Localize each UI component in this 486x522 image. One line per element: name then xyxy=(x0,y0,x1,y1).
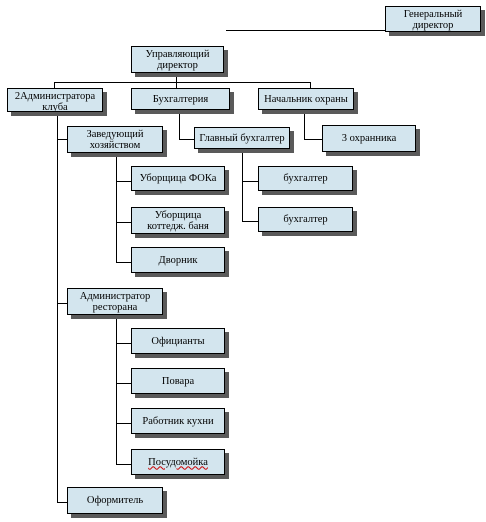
accountant-label: бухгалтер xyxy=(283,214,328,225)
chief-accountant-label: Главный бухгалтер xyxy=(199,132,285,144)
connector-line xyxy=(116,343,131,344)
cooks-label: Повара xyxy=(161,375,195,387)
connector-line xyxy=(57,115,58,503)
connector-line xyxy=(176,75,177,83)
connector-line xyxy=(226,30,411,31)
managing-director-box: Управляющий директор xyxy=(131,46,224,73)
accounting-label: Бухгалтерия xyxy=(152,93,209,105)
connector-line xyxy=(54,82,55,92)
cleaner-fok-label: Уборщица ФОКа xyxy=(139,173,217,184)
dishwasher-label: Посудомойка xyxy=(148,456,208,468)
connector-line xyxy=(179,113,180,140)
connector-line xyxy=(54,82,311,83)
connector-line xyxy=(57,303,67,304)
club-admins-label: 2Администратора клуба xyxy=(14,91,96,112)
connector-line xyxy=(310,82,311,92)
club-admins-box: 2Администратора клуба xyxy=(7,88,103,112)
connector-line xyxy=(116,222,131,223)
connector-line xyxy=(304,139,322,140)
guards-label: 3 охранника xyxy=(341,133,397,144)
connector-line xyxy=(116,262,131,263)
connector-line xyxy=(242,181,258,182)
cooks-box: Повара xyxy=(131,368,225,394)
accountant-box: бухгалтер xyxy=(258,166,353,191)
security-head-label: Начальник охраны xyxy=(264,93,348,105)
restaurant-admin-box: Администратор ресторана xyxy=(67,288,163,315)
guards-box: 3 охранника xyxy=(322,125,416,152)
decorator-label: Оформитель xyxy=(86,495,144,506)
chief-accountant-box: Главный бухгалтер xyxy=(194,127,290,149)
connector-line xyxy=(116,383,131,384)
cleaner-cottage-label: Уборщица коттедж. баня xyxy=(147,210,209,232)
connector-line xyxy=(304,113,305,140)
connector-line xyxy=(57,502,67,503)
managing-director-label: Управляющий директор xyxy=(145,49,210,71)
cleaner-fok-box: Уборщица ФОКа xyxy=(131,166,225,191)
janitor-label: Дворник xyxy=(158,254,198,266)
kitchen-worker-label: Работник кухни xyxy=(142,415,214,427)
connector-line xyxy=(242,221,258,222)
dishwasher-box: Посудомойка xyxy=(131,449,225,475)
decorator-box: Оформитель xyxy=(67,487,163,514)
connector-line xyxy=(116,181,131,182)
facility-manager-label: Заведующий хозяйством xyxy=(86,129,144,151)
connector-line xyxy=(116,155,117,263)
accounting-box: Бухгалтерия xyxy=(131,88,230,110)
janitor-box: Дворник xyxy=(131,247,225,273)
waiters-label: Официанты xyxy=(151,335,205,347)
kitchen-worker-box: Работник кухни xyxy=(131,408,225,434)
connector-line xyxy=(176,82,177,92)
connector-line xyxy=(179,139,194,140)
facility-manager-box: Заведующий хозяйством xyxy=(67,126,163,153)
cleaner-cottage-box: Уборщица коттедж. баня xyxy=(131,207,225,234)
connector-line xyxy=(57,139,67,140)
connector-line xyxy=(116,464,131,465)
accountant-box: бухгалтер xyxy=(258,207,353,232)
general-director-box: Генеральный директор xyxy=(385,6,481,32)
restaurant-admin-label: Администратор ресторана xyxy=(79,291,151,313)
connector-line xyxy=(116,423,131,424)
connector-line xyxy=(116,318,117,465)
connector-line xyxy=(242,152,243,222)
security-head-box: Начальник охраны xyxy=(258,88,354,110)
waiters-box: Официанты xyxy=(131,328,225,354)
general-director-label: Генеральный директор xyxy=(403,9,463,31)
accountant-label: бухгалтер xyxy=(283,173,328,184)
